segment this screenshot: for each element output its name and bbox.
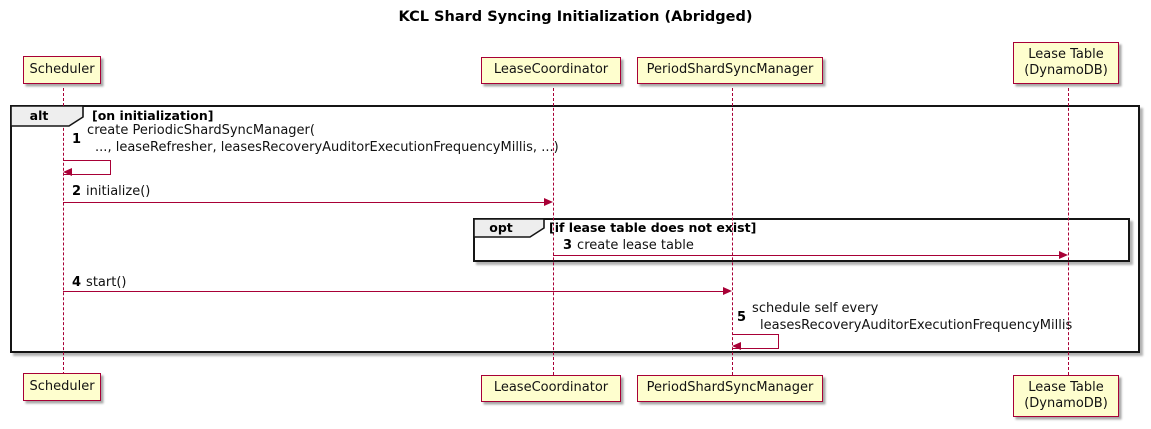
message-2-number: 2 <box>72 184 82 199</box>
message-1-line1: create PeriodicShardSyncManager( <box>87 123 315 138</box>
message-3: 3 create lease table <box>563 238 694 253</box>
message-4-text: start() <box>86 275 127 290</box>
message-4-arrow <box>63 291 724 292</box>
participant-period-shard-sync-manager-top: PeriodShardSyncManager <box>637 57 823 84</box>
participant-lease-coordinator-top: LeaseCoordinator <box>481 57 621 84</box>
message-1-arrowhead <box>63 168 72 176</box>
participant-label: Scheduler <box>29 378 95 394</box>
lifeline-period-shard-sync-manager <box>732 88 733 375</box>
opt-operator-label: opt <box>489 220 513 235</box>
opt-condition: [if lease table does not exist] <box>549 220 757 235</box>
opt-frame <box>473 218 1130 262</box>
participant-label: LeaseCoordinator <box>493 62 609 78</box>
participant-label-line1: Lease Table <box>1028 379 1104 395</box>
participant-label: LeaseCoordinator <box>493 380 609 396</box>
participant-label: Scheduler <box>29 61 95 77</box>
message-5-arrowhead <box>732 342 741 350</box>
participant-lease-table-bottom: Lease Table (DynamoDB) <box>1013 375 1119 417</box>
message-5-number: 5 <box>737 310 747 325</box>
message-3-arrow <box>553 255 1060 256</box>
lifeline-lease-table <box>1068 88 1069 375</box>
participant-label-line1: Lease Table <box>1028 46 1104 62</box>
participant-scheduler-bottom: Scheduler <box>23 373 101 401</box>
participant-scheduler-top: Scheduler <box>23 56 101 84</box>
alt-condition: [on initialization] <box>92 108 214 123</box>
message-3-number: 3 <box>563 238 573 253</box>
alt-operator-label: alt <box>29 108 49 123</box>
message-1-self-arrow <box>63 160 111 175</box>
participant-lease-table-top: Lease Table (DynamoDB) <box>1013 42 1119 84</box>
participant-label-line2: (DynamoDB) <box>1024 396 1108 411</box>
message-5-line1: schedule self every <box>752 301 879 316</box>
participant-period-shard-sync-manager-bottom: PeriodShardSyncManager <box>637 375 823 402</box>
message-2-arrowhead <box>544 198 553 206</box>
message-4-arrowhead <box>723 287 732 295</box>
alt-operator-tab <box>11 106 84 127</box>
participant-lease-coordinator-bottom: LeaseCoordinator <box>481 375 621 402</box>
message-3-arrowhead <box>1059 251 1068 259</box>
diagram-title: KCL Shard Syncing Initialization (Abridg… <box>398 9 753 25</box>
participant-label: PeriodShardSyncManager <box>646 380 814 396</box>
lifeline-lease-coordinator <box>553 88 554 375</box>
message-2-arrow <box>63 202 545 203</box>
message-4-number: 4 <box>72 275 82 290</box>
message-3-text: create lease table <box>577 238 694 253</box>
lifeline-scheduler <box>63 88 64 375</box>
message-1: 1 create PeriodicShardSyncManager( ..., … <box>72 123 559 156</box>
message-4: 4 start() <box>72 275 126 290</box>
opt-operator-tab <box>474 219 545 238</box>
message-5: 5 schedule self every leasesRecoveryAudi… <box>737 301 1072 334</box>
message-2-text: initialize() <box>86 184 151 199</box>
message-5-line2: leasesRecoveryAuditorExecutionFrequencyM… <box>760 317 1073 333</box>
message-2: 2 initialize() <box>72 184 150 199</box>
message-5-self-arrow <box>732 334 779 349</box>
message-1-line2: ..., leaseRefresher, leasesRecoveryAudit… <box>95 139 559 155</box>
participant-label-line2: (DynamoDB) <box>1024 63 1108 78</box>
message-1-number: 1 <box>72 132 82 147</box>
participant-label: PeriodShardSyncManager <box>646 62 814 78</box>
